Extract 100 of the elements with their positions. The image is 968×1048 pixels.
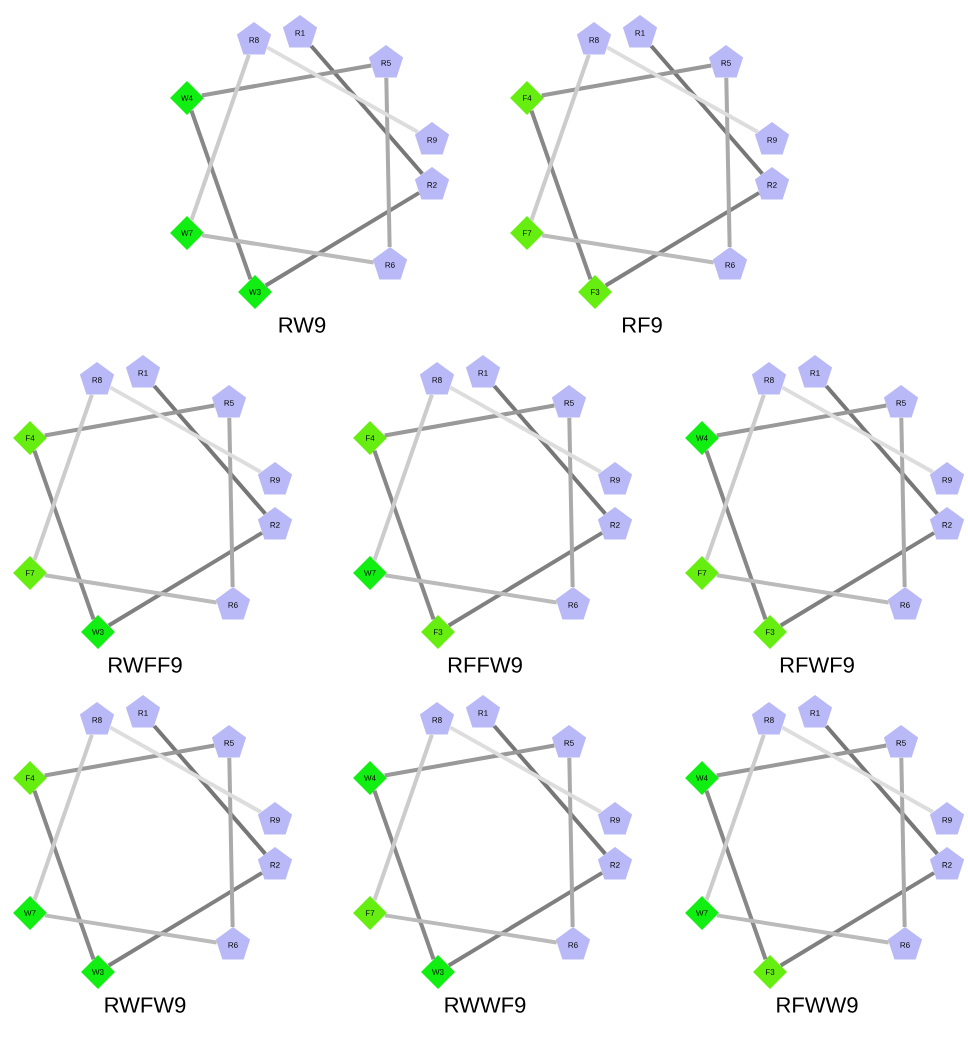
diamond-node: W7	[685, 896, 719, 930]
pentagon-node: R9	[597, 802, 633, 835]
panel-caption: RWWF9	[445, 997, 526, 1013]
pentagon-node: R8	[419, 362, 455, 395]
pentagon-node: R8	[79, 702, 115, 735]
diamond-node: W7	[353, 556, 387, 590]
connector-line	[447, 871, 604, 968]
diamond-node: F3	[578, 275, 612, 309]
connector-line	[201, 63, 372, 98]
connector-line	[449, 385, 602, 474]
diamond-node: W4	[353, 761, 387, 795]
pentagon-node: R2	[257, 507, 293, 540]
pentagon-node: R6	[887, 927, 923, 960]
pentagon-node: R6	[555, 927, 591, 960]
diamond-node: W4	[170, 81, 204, 115]
pentagon-node: R9	[257, 802, 293, 835]
connector-line	[384, 913, 557, 945]
pentagon-node: R9	[754, 122, 790, 155]
connector-line	[492, 724, 607, 856]
connector-line	[529, 54, 591, 221]
connector-line	[44, 573, 217, 605]
diamond-node: F7	[353, 896, 387, 930]
connector-line	[779, 871, 936, 968]
pentagon-node: R6	[372, 247, 408, 280]
connector-line	[309, 44, 424, 176]
connector-line	[704, 450, 768, 620]
pentagon-node: R5	[551, 725, 587, 758]
diamond-node: W7	[170, 216, 204, 250]
pentagon-node: R8	[79, 362, 115, 395]
connector-line	[449, 725, 602, 814]
pentagon-node: R1	[125, 695, 161, 728]
pentagon-node: R6	[215, 587, 251, 620]
connector-line	[372, 394, 434, 561]
connector-line	[107, 871, 264, 968]
connector-line	[201, 233, 374, 265]
connector-line	[447, 531, 604, 628]
connector-line	[32, 394, 94, 561]
diamond-node: F3	[753, 955, 787, 989]
connector-line	[604, 191, 761, 288]
connector-line	[781, 725, 934, 814]
pentagon-node: R5	[883, 725, 919, 758]
connector-line	[372, 734, 434, 901]
connector-line	[384, 403, 555, 438]
pentagon-node: R1	[125, 355, 161, 388]
pentagon-node: R8	[751, 702, 787, 735]
panel-caption: RFFW9	[448, 657, 522, 673]
connector-line	[152, 724, 267, 856]
diamond-node: W3	[81, 615, 115, 649]
diamond-node: W3	[421, 955, 455, 989]
panel-caption: RF9	[623, 317, 662, 333]
panel-caption: RWFF9	[109, 657, 182, 673]
connector-line	[384, 77, 392, 248]
connector-line	[781, 385, 934, 474]
pentagon-node: R5	[368, 45, 404, 78]
connector-line	[724, 77, 732, 248]
pentagon-node: R6	[887, 587, 923, 620]
connector-line	[109, 385, 262, 474]
pentagon-node: R2	[754, 167, 790, 200]
connector-line	[189, 110, 253, 280]
connector-line	[899, 417, 907, 588]
pentagon-node: R5	[211, 725, 247, 758]
pentagon-node: R5	[708, 45, 744, 78]
diamond-node: W7	[13, 896, 47, 930]
pentagon-node: R9	[929, 802, 965, 835]
connector-line	[779, 531, 936, 628]
diamond-node: W3	[81, 955, 115, 989]
connector-line	[541, 233, 714, 265]
pentagon-node: R2	[597, 847, 633, 880]
diamond-node: F7	[510, 216, 544, 250]
connector-line	[704, 734, 766, 901]
diamond-node: F7	[13, 556, 47, 590]
connector-line	[32, 734, 94, 901]
connector-line	[152, 384, 267, 516]
pentagon-node: R9	[597, 462, 633, 495]
pentagon-node: R5	[883, 385, 919, 418]
connector-line	[606, 45, 759, 134]
connector-line	[264, 191, 421, 288]
connector-line	[227, 757, 235, 928]
connector-line	[107, 531, 264, 628]
pentagon-node: R1	[797, 355, 833, 388]
diamond-node: F7	[685, 556, 719, 590]
connector-line	[32, 790, 96, 960]
connector-line	[492, 384, 607, 516]
diamond-node: W3	[238, 275, 272, 309]
pentagon-node: R2	[929, 507, 965, 540]
connector-line	[44, 403, 215, 438]
pentagon-node: R8	[419, 702, 455, 735]
pentagon-node: R2	[257, 847, 293, 880]
connector-line	[704, 394, 766, 561]
pentagon-node: R1	[282, 15, 318, 48]
connector-line	[529, 110, 593, 280]
connector-line	[824, 724, 939, 856]
diamond-node: F3	[421, 615, 455, 649]
connector-line	[44, 913, 217, 945]
pentagon-node: R1	[622, 15, 658, 48]
connector-line	[704, 790, 768, 960]
diamond-node: F4	[13, 421, 47, 455]
panel-caption: RWFW9	[105, 997, 186, 1013]
pentagon-node: R5	[551, 385, 587, 418]
connector-line	[372, 450, 436, 620]
